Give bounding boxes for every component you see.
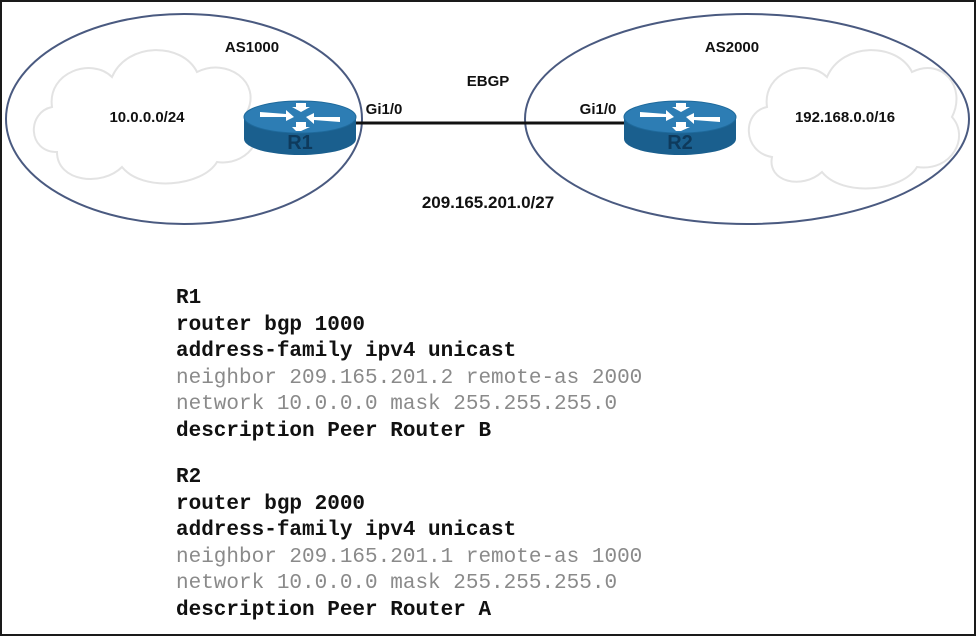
r1-config-title: R1 <box>176 287 202 310</box>
network-left-label: 10.0.0.0/24 <box>109 109 185 126</box>
r1-config-line: address-family ipv4 unicast <box>176 340 517 363</box>
router-r2-label: R2 <box>667 132 693 154</box>
r1-config-line: network 10.0.0.0 mask 255.255.255.0 <box>176 393 618 416</box>
network-right-label: 192.168.0.0/16 <box>795 109 895 126</box>
as2000-label: AS2000 <box>705 39 759 56</box>
r2-config-line: address-family ipv4 unicast <box>176 519 517 542</box>
iface-r1-label: Gi1/0 <box>366 101 403 118</box>
bgp-topology-diagram: AS1000 AS2000 EBGP 209.165.201.0/27 10.0… <box>5 13 970 225</box>
subnet-label: 209.165.201.0/27 <box>422 193 554 212</box>
router-r2-icon <box>623 100 737 155</box>
as2000-boundary <box>524 13 970 225</box>
bgp-config-listing: R1 router bgp 1000 address-family ipv4 u… <box>176 286 642 624</box>
as1000-boundary <box>5 13 363 225</box>
r2-config-title: R2 <box>176 466 202 489</box>
ebgp-label: EBGP <box>467 73 510 90</box>
r1-config-line: neighbor 209.165.201.2 remote-as 2000 <box>176 366 643 390</box>
left-cloud-icon <box>32 49 260 185</box>
r2-config-line: network 10.0.0.0 mask 255.255.255.0 <box>176 572 618 595</box>
r2-config-line: neighbor 209.165.201.1 remote-as 1000 <box>176 545 643 569</box>
router-r1-icon <box>243 100 357 155</box>
r2-config-line: router bgp 2000 <box>176 492 366 516</box>
as1000-label: AS1000 <box>225 39 279 56</box>
r1-config-line: router bgp 1000 <box>176 313 366 337</box>
router-r1-label: R1 <box>287 132 313 154</box>
right-cloud-icon <box>747 49 961 190</box>
r1-config-line: description Peer Router B <box>176 419 492 443</box>
r2-config-line: description Peer Router A <box>176 598 492 622</box>
iface-r2-label: Gi1/0 <box>580 101 617 118</box>
